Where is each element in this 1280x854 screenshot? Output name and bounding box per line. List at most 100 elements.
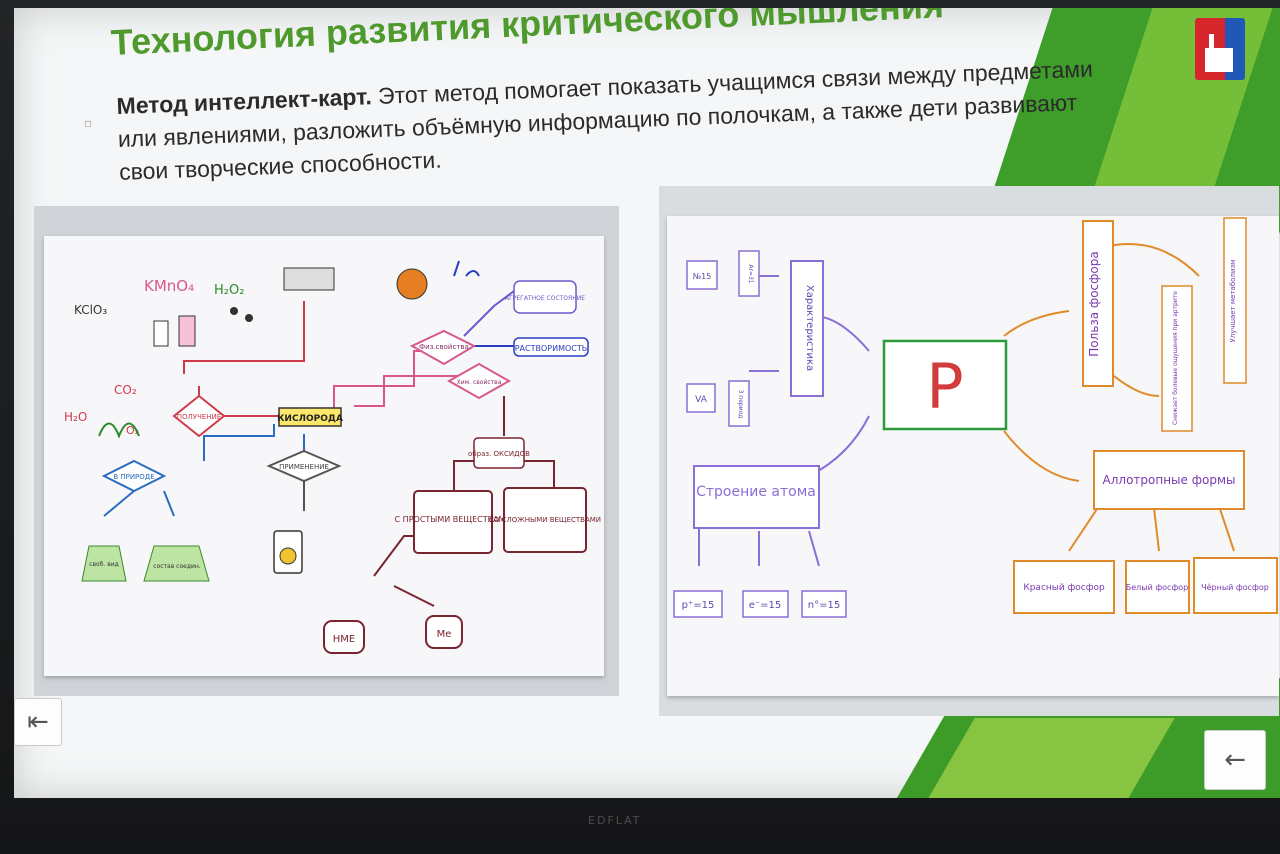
node-group: VA: [695, 395, 708, 405]
formula-kmno4: KMnO₄: [144, 277, 194, 295]
connector-line: [1108, 243, 1200, 277]
connector-line: [183, 301, 305, 374]
node-svob-vid: своб. вид: [89, 561, 119, 568]
connector-line: [103, 490, 135, 517]
node-cherny-shape: [1193, 557, 1278, 614]
connector-line: [524, 460, 555, 491]
molecule-icon: [230, 307, 238, 315]
node-mass: Ar=31: [747, 264, 754, 283]
molecule-icon: [245, 314, 253, 322]
node-e-count: e⁻=15: [749, 600, 782, 611]
node-allotropnye-shape: [1093, 450, 1245, 510]
connector-line: [354, 375, 474, 407]
node-e-shape: [742, 590, 789, 618]
node-p-shape: [673, 590, 723, 618]
monitor-brand-label: EDFLAT: [588, 814, 642, 827]
slide-bullet-text: Метод интеллект-карт. Этот метод помогае…: [116, 52, 1099, 189]
drops-icon: [453, 260, 480, 277]
node-mass-shape: [738, 250, 760, 297]
node-n-count: n°=15: [808, 600, 840, 611]
node-n-shape: [801, 590, 847, 618]
node-him-svoistva-shape: [446, 362, 512, 400]
node-me-shape: [425, 615, 463, 649]
connector-line: [808, 530, 820, 567]
node-so-slozhnymi-shape: [503, 487, 587, 553]
node-group-shape: [686, 383, 716, 413]
connector-line: [163, 490, 175, 517]
formula-kclo3: KClO₃: [74, 303, 107, 317]
mind-map-photo-oxygen: ПОЛУЧЕНИЕ КИСЛОРОДА В ПРИРОДЕ ПРИМЕНЕНИЕ…: [34, 206, 619, 696]
connector-line: [1003, 430, 1080, 482]
formula-co2: CO₂: [114, 383, 137, 397]
node-bely-shape: [1125, 560, 1190, 614]
connector-line: [1218, 505, 1235, 552]
exit-fullscreen-button[interactable]: ⇤: [14, 698, 62, 746]
previous-slide-button[interactable]: ←: [1204, 730, 1266, 790]
node-v-prirode-shape: [101, 459, 167, 493]
node-sostav-shape: [143, 545, 210, 582]
node-him-svoistva: Хим. свойства: [457, 379, 502, 386]
bullet-body: Этот метод помогает показать учащимся св…: [117, 55, 1094, 185]
node-nme-shape: [323, 620, 365, 654]
exit-icon: ⇤: [27, 707, 49, 737]
color-wheel-icon: [396, 268, 428, 300]
bullet-bold: Метод интеллект-карт.: [116, 83, 373, 119]
mind-map-photo-phosphorus: Р Строение атома p⁺=15 e⁻=15 n°=15 Харак…: [659, 186, 1279, 716]
node-nme: НМЕ: [333, 634, 355, 645]
node-primenenie-shape: [266, 449, 342, 483]
connector-line: [1113, 375, 1160, 397]
node-svob-vid-shape: [81, 545, 127, 582]
node-polza: Польза фосфора: [1087, 251, 1101, 356]
bullet-icon: ▫: [84, 116, 93, 130]
node-s-prostymi: С ПРОСТЫМИ ВЕЩЕСТВАМИ: [395, 515, 512, 524]
node-harakteristika: Характеристика: [804, 285, 815, 371]
node-rastvorimost-shape: [513, 337, 589, 357]
node-poluchenie: ПОЛУЧЕНИЕ: [177, 413, 221, 421]
node-rastvorimost: РАСТВОРИМОСТЬ: [515, 344, 588, 353]
beaker-icon: [178, 315, 196, 347]
node-stroenie-shape: [693, 465, 820, 529]
node-allotropnye: Аллотропные формы: [1103, 473, 1236, 487]
node-center-shape: [882, 339, 1008, 431]
connector-line: [203, 424, 275, 461]
organization-logo-icon: [1195, 18, 1245, 80]
fuel-drop-icon: [279, 547, 297, 565]
node-bely: Белый фосфор: [1126, 583, 1189, 592]
formula-h2o: H₂O: [64, 410, 87, 424]
node-uluchshaet: Улучшает метаболизм: [1229, 260, 1237, 343]
flask-icon: [153, 320, 169, 347]
slide-title: Технология развития критического мышлени…: [110, 8, 945, 63]
node-fiz-svoistva-shape: [409, 329, 477, 366]
node-v-prirode: В ПРИРОДЕ: [113, 473, 154, 481]
node-snizhaet-shape: [1161, 285, 1193, 432]
phosphorus-mind-map: Р Строение атома p⁺=15 e⁻=15 n°=15 Харак…: [673, 217, 1278, 618]
node-kisloroda-shape: [278, 407, 342, 427]
connector-line: [393, 585, 435, 607]
arrow-left-icon: ←: [1224, 745, 1246, 775]
node-polza-shape: [1082, 220, 1114, 387]
node-period: 3 период: [737, 390, 744, 419]
formula-o2: O₂: [126, 424, 139, 437]
node-snizhaet: Снижает болевые ощущения при артрите: [1172, 291, 1179, 425]
node-kisloroda: КИСЛОРОДА: [277, 414, 343, 424]
node-center: Р: [926, 350, 963, 423]
node-harakteristika-shape: [790, 260, 824, 397]
node-number: №15: [693, 272, 712, 281]
connector-line: [1068, 505, 1100, 552]
presentation-slide: Технология развития критического мышлени…: [14, 8, 1280, 798]
node-fiz-svoistva: Физ.свойства: [419, 343, 469, 351]
node-period-shape: [728, 380, 750, 427]
formula-h2o2: H₂O₂: [214, 283, 244, 298]
connector-line: [1003, 310, 1070, 337]
connector-line: [1153, 507, 1160, 552]
node-krasny-shape: [1013, 560, 1115, 614]
node-obraz-oksidov-shape: [473, 437, 525, 469]
node-cherny: Чёрный фосфор: [1201, 583, 1269, 592]
node-me: Ме: [437, 629, 452, 640]
cylinders-icon: [283, 267, 335, 291]
node-poluchenie-shape: [172, 394, 226, 438]
oxygen-mind-map: ПОЛУЧЕНИЕ КИСЛОРОДА В ПРИРОДЕ ПРИМЕНЕНИЕ…: [64, 260, 601, 654]
node-uluchshaet-shape: [1223, 217, 1247, 384]
node-sostav-soedin: состав соедин.: [153, 563, 201, 570]
